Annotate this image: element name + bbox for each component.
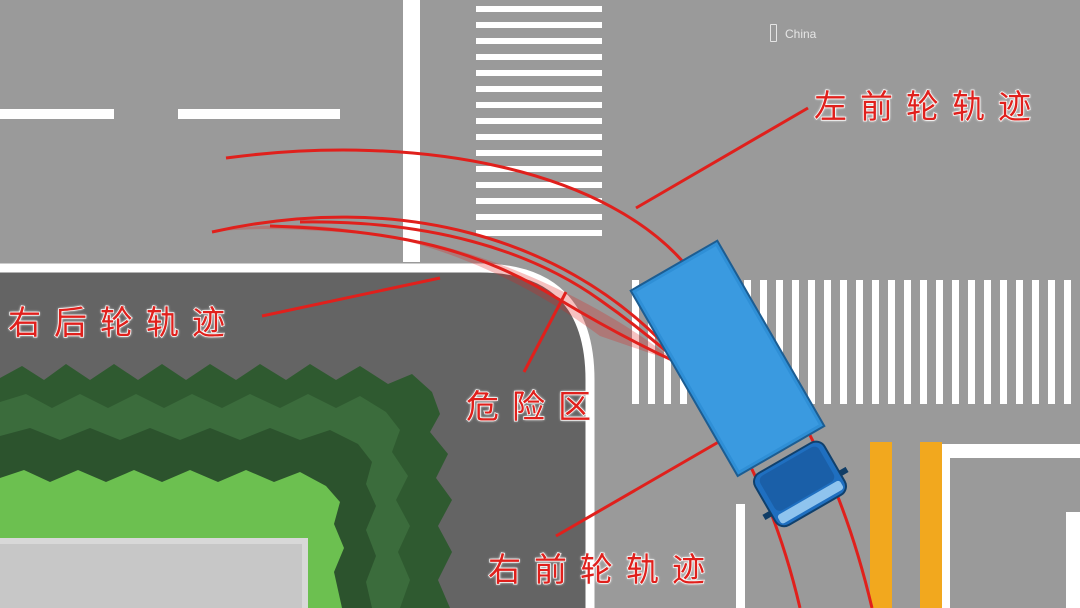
danger-zone-area: [212, 225, 676, 362]
building-roof-inner: [0, 544, 302, 608]
truck: [629, 239, 849, 528]
logo-icon: [770, 24, 777, 42]
right-rear-track-line: [269, 224, 677, 364]
lane-dash: [0, 109, 114, 119]
label-left-front-track: 左前轮轨迹: [813, 86, 1044, 127]
lane-dash: [178, 109, 340, 119]
yellow-center-line: [920, 442, 942, 608]
truck-windshield: [777, 480, 844, 524]
right-rear-track-line-2: [299, 220, 673, 358]
label-right-front-track: 右前轮轨迹: [487, 549, 718, 590]
leader-left-front: [635, 106, 809, 210]
leader-danger-zone: [522, 291, 568, 373]
lane-line: [1066, 512, 1080, 608]
label-danger-zone: 危险区: [465, 386, 604, 427]
truck-cargo-top: [636, 246, 819, 471]
crosswalk-top: [476, 6, 602, 236]
yellow-center-line: [870, 442, 892, 608]
watermark: China: [770, 24, 816, 42]
stop-line-vertical: [403, 0, 420, 262]
truck-cab-roof: [759, 446, 835, 511]
leader-lines: [261, 106, 809, 538]
lane-line: [736, 504, 745, 608]
truck-mirror: [838, 466, 849, 477]
leader-right-rear: [261, 276, 441, 318]
stop-line-horizontal: [944, 444, 1080, 458]
lane-line: [940, 444, 950, 608]
truck-mirror: [762, 510, 773, 521]
label-right-rear-track: 右后轮轨迹: [7, 302, 238, 343]
leader-right-front: [555, 438, 723, 538]
